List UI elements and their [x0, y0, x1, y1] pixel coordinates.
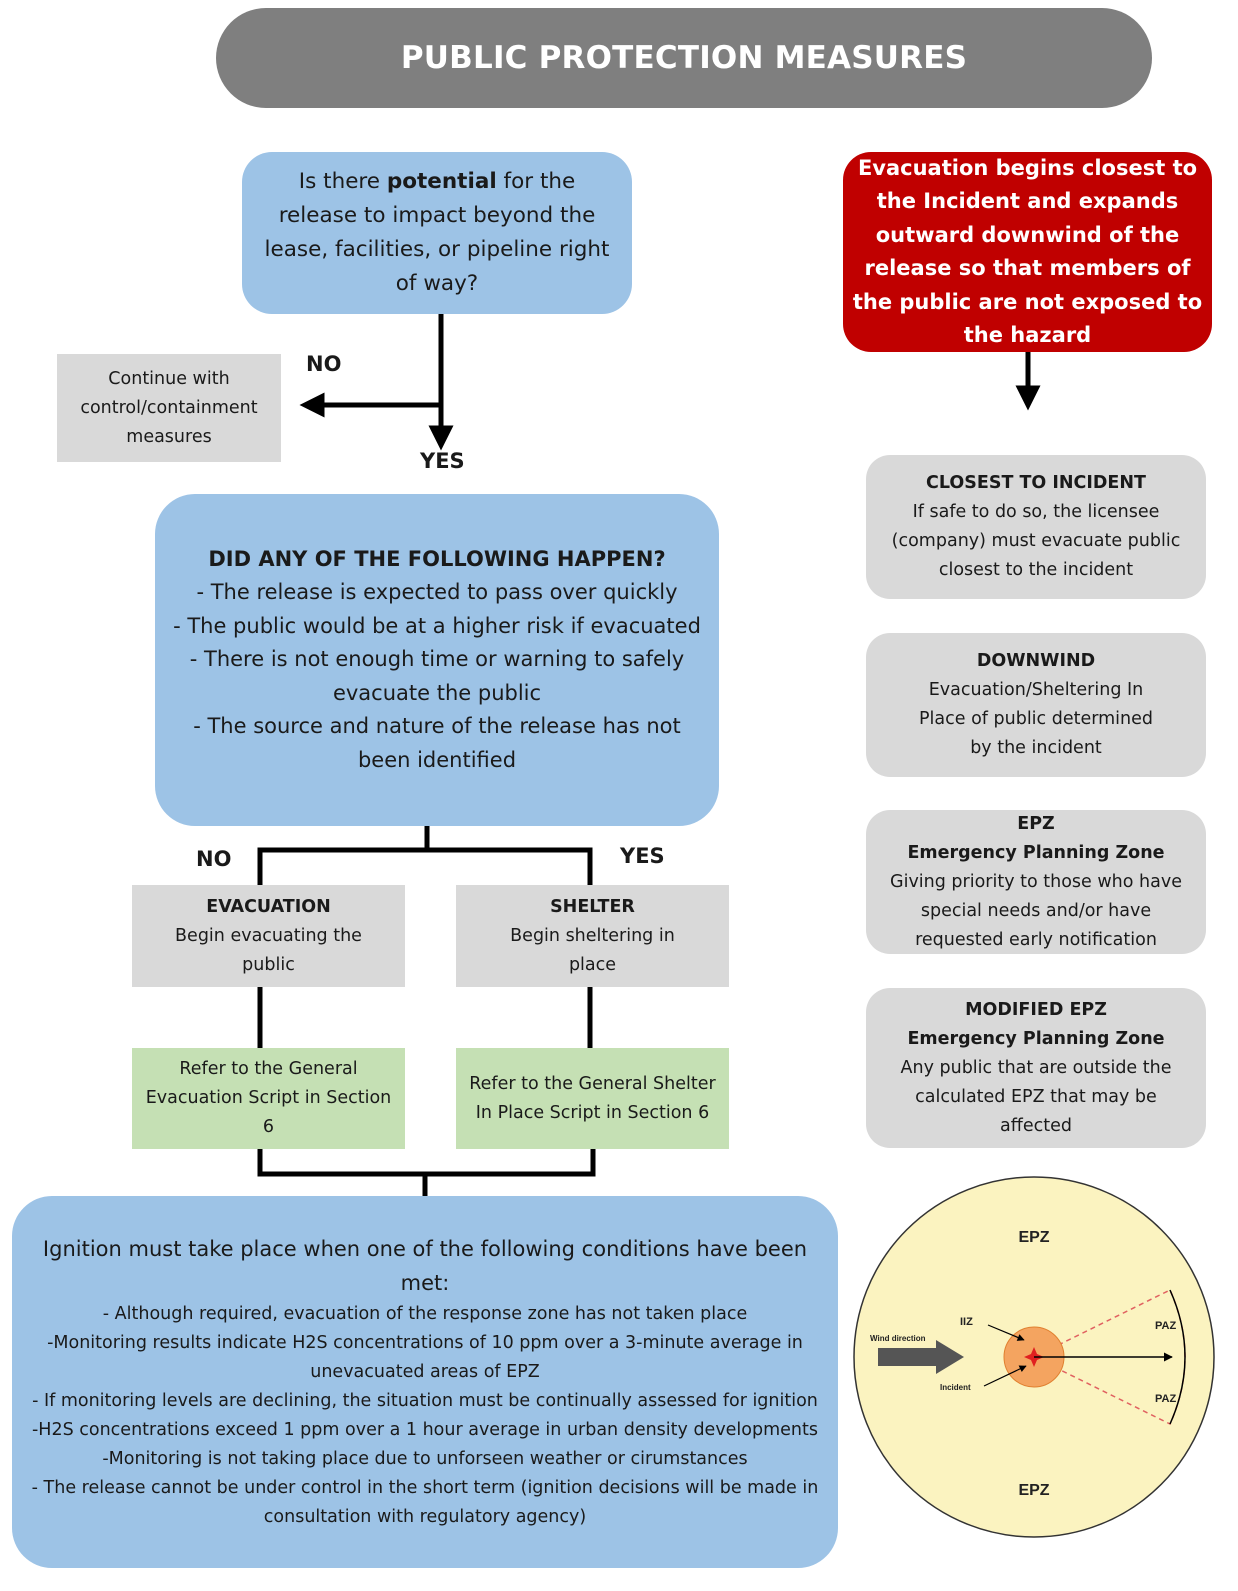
ignition-heading: Ignition must take place when one of the…	[42, 1237, 808, 1295]
ignition-conditions-box: Ignition must take place when one of the…	[12, 1196, 838, 1568]
q2-yes-label: YES	[620, 844, 665, 868]
condition-item: - The public would be at a higher risk i…	[173, 613, 701, 638]
incident-label: Incident	[940, 1383, 971, 1392]
shelter-box: SHELTER Begin sheltering in place	[456, 885, 729, 987]
merge-connector	[257, 1149, 596, 1196]
ignition-item: - Although required, evacuation of the r…	[102, 1304, 748, 1324]
q2-split-connector	[257, 826, 593, 885]
ignition-item: - If monitoring levels are declining, th…	[32, 1391, 818, 1411]
potential-impact-question: Is there potential for the release to im…	[242, 152, 632, 314]
paz-bottom-label: PAZ	[1155, 1393, 1176, 1405]
epz-top-label: EPZ	[1018, 1229, 1049, 1246]
incident-pointer	[983, 1365, 1027, 1387]
iiz-pointer	[987, 1324, 1025, 1341]
ignition-item: -Monitoring results indicate H2S concent…	[47, 1333, 803, 1382]
conditions-title: DID ANY OF THE FOLLOWING HAPPEN?	[208, 546, 666, 571]
evacuation-strategy-box: Evacuation begins closest to the Inciden…	[843, 152, 1212, 352]
conditions-question: DID ANY OF THE FOLLOWING HAPPEN? - The r…	[155, 494, 719, 826]
evacuation-box: EVACUATION Begin evacuating the public	[132, 885, 405, 987]
iiz-label: IIZ	[960, 1316, 973, 1328]
condition-item: - There is not enough time or warning to…	[189, 647, 685, 705]
downwind-box: DOWNWIND Evacuation/Sheltering In Place …	[866, 633, 1206, 777]
paz-arc	[1169, 1289, 1186, 1425]
page-title: PUBLIC PROTECTION MEASURES	[216, 8, 1152, 108]
q1-yes-label: YES	[420, 449, 465, 473]
condition-item: - The release is expected to pass over q…	[196, 580, 678, 605]
q2-no-label: NO	[196, 847, 232, 871]
ignition-item: - The release cannot be under control in…	[31, 1478, 819, 1527]
closest-to-incident-box: CLOSEST TO INCIDENT If safe to do so, th…	[866, 455, 1206, 599]
wind-arrow-icon	[878, 1340, 964, 1374]
condition-item: - The source and nature of the release h…	[193, 714, 681, 772]
ignition-item: -H2S concentrations exceed 1 ppm over a …	[31, 1420, 818, 1440]
ignition-item: -Monitoring is not taking place due to u…	[102, 1449, 748, 1469]
q1-no-label: NO	[306, 352, 342, 376]
wind-direction-label: Wind direction	[870, 1334, 926, 1343]
shelter-script-box: Refer to the General Shelter In Place Sc…	[456, 1048, 729, 1149]
modified-epz-box: MODIFIED EPZ Emergency Planning Zone Any…	[866, 988, 1206, 1148]
evacuation-script-box: Refer to the General Evacuation Script i…	[132, 1048, 405, 1149]
paz-top-label: PAZ	[1155, 1320, 1176, 1332]
continue-containment-box: Continue with control/containment measur…	[57, 354, 281, 462]
epz-bottom-label: EPZ	[1018, 1482, 1049, 1499]
epz-box: EPZ Emergency Planning Zone Giving prior…	[866, 810, 1206, 954]
